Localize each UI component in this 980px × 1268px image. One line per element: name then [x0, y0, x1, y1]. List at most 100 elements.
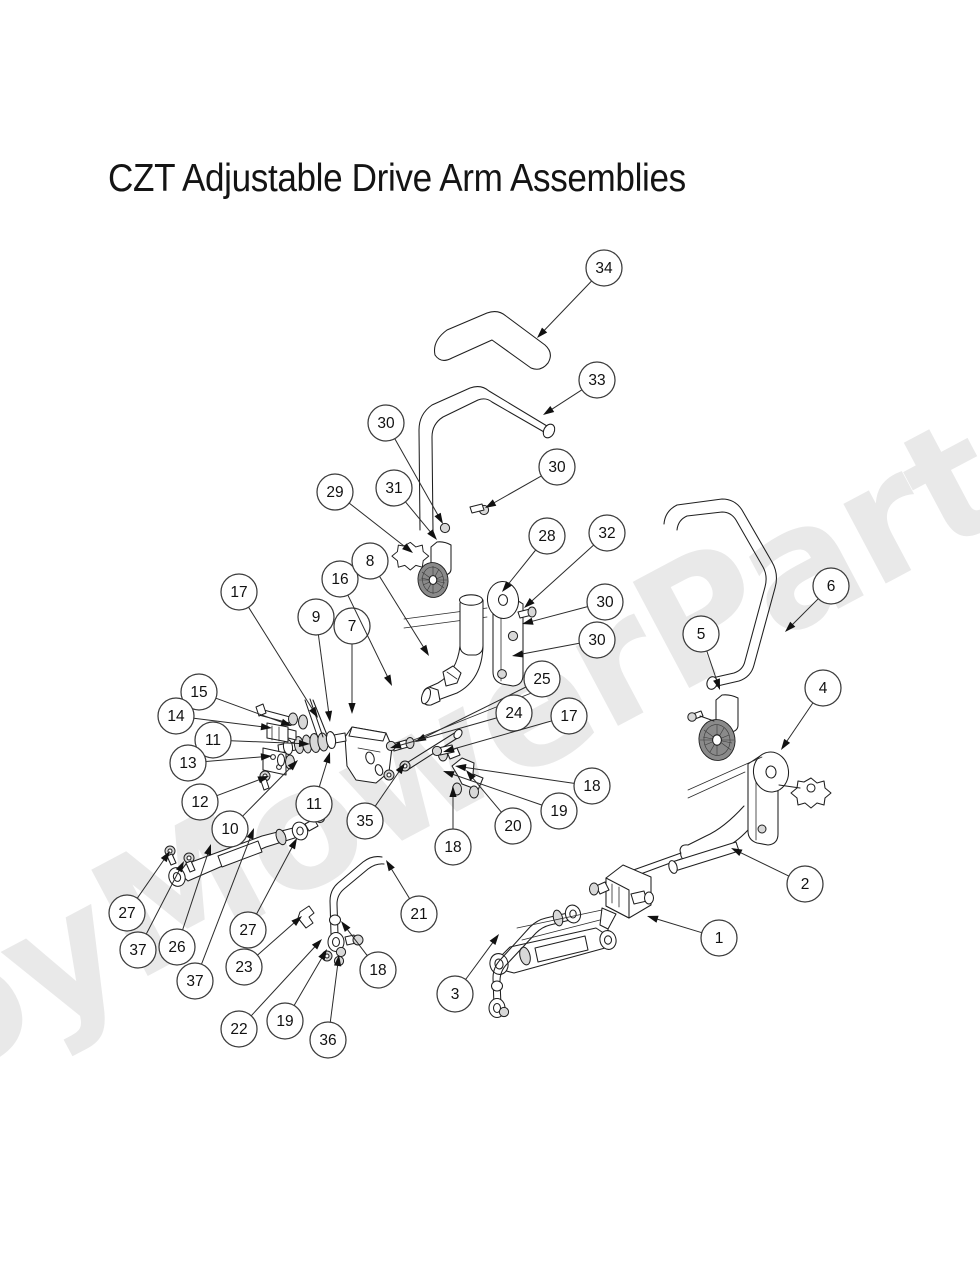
callout-6[interactable]: 6	[785, 567, 850, 632]
callout-number: 7	[348, 618, 357, 635]
callout-32[interactable]: 32	[524, 514, 626, 608]
callout-18[interactable]: 18	[341, 921, 397, 989]
callout-circle[interactable]	[346, 802, 384, 840]
callout-circle[interactable]	[351, 542, 389, 580]
callout-21[interactable]: 21	[386, 860, 438, 933]
callout-3[interactable]: 3	[436, 934, 499, 1013]
callout-circle[interactable]	[578, 361, 616, 399]
callout-11[interactable]: 11	[295, 752, 333, 823]
callout-circle[interactable]	[434, 828, 472, 866]
callout-13[interactable]: 13	[169, 744, 272, 782]
callout-31[interactable]: 31	[375, 469, 437, 540]
callout-30[interactable]: 30	[512, 621, 616, 659]
callout-1[interactable]: 1	[647, 915, 738, 957]
callout-circle[interactable]	[333, 607, 371, 645]
callout-circle[interactable]	[578, 621, 616, 659]
callout-36[interactable]: 36	[309, 955, 347, 1059]
callout-circle[interactable]	[400, 895, 438, 933]
callout-2[interactable]: 2	[731, 848, 824, 903]
callout-30[interactable]: 30	[367, 404, 443, 524]
callout-circle[interactable]	[682, 615, 720, 653]
callout-circle[interactable]	[309, 1021, 347, 1059]
callout-14[interactable]: 14	[157, 697, 272, 735]
callout-circle[interactable]	[538, 448, 576, 486]
callout-circle[interactable]	[225, 948, 263, 986]
callout-7[interactable]: 7	[333, 607, 371, 714]
callout-37[interactable]: 37	[176, 828, 254, 1000]
callout-circle[interactable]	[180, 673, 218, 711]
callout-20[interactable]: 20	[466, 770, 532, 845]
callout-23[interactable]: 23	[225, 916, 302, 986]
callout-9[interactable]: 9	[297, 598, 335, 722]
callout-27[interactable]: 27	[229, 838, 297, 949]
callout-number: 2	[801, 876, 810, 893]
callout-circle[interactable]	[586, 583, 624, 621]
callout-circle[interactable]	[194, 721, 232, 759]
callout-35[interactable]: 35	[346, 763, 405, 840]
callout-circle[interactable]	[573, 767, 611, 805]
callout-circle[interactable]	[588, 514, 626, 552]
callout-8[interactable]: 8	[351, 542, 429, 656]
callout-30[interactable]: 30	[485, 448, 576, 508]
callout-19[interactable]: 19	[443, 771, 578, 830]
callout-24[interactable]: 24	[390, 694, 533, 749]
callout-26[interactable]: 26	[158, 844, 211, 966]
leader-arrowhead	[386, 860, 395, 872]
callout-circle[interactable]	[297, 598, 335, 636]
callout-22[interactable]: 22	[220, 939, 322, 1048]
callout-circle[interactable]	[359, 951, 397, 989]
callout-circle[interactable]	[804, 669, 842, 707]
callout-circle[interactable]	[295, 785, 333, 823]
callout-30[interactable]: 30	[522, 583, 624, 625]
callout-circle[interactable]	[316, 473, 354, 511]
callout-11[interactable]: 11	[194, 721, 310, 759]
callout-10[interactable]: 10	[211, 760, 298, 848]
callout-circle[interactable]	[812, 567, 850, 605]
callout-circle[interactable]	[367, 404, 405, 442]
callout-19[interactable]: 19	[266, 949, 327, 1040]
callout-circle[interactable]	[119, 931, 157, 969]
callout-circle[interactable]	[108, 894, 146, 932]
callout-circle[interactable]	[321, 560, 359, 598]
callout-circle[interactable]	[494, 807, 532, 845]
callout-circle[interactable]	[528, 517, 566, 555]
callout-circle[interactable]	[540, 792, 578, 830]
callout-circle[interactable]	[585, 249, 623, 287]
callout-27[interactable]: 27	[108, 851, 170, 932]
callout-34[interactable]: 34	[537, 249, 623, 338]
callout-circle[interactable]	[169, 744, 207, 782]
callout-29[interactable]: 29	[316, 473, 413, 553]
leader-line	[216, 778, 261, 797]
callout-circle[interactable]	[436, 975, 474, 1013]
callout-5[interactable]: 5	[682, 615, 720, 690]
callout-number: 19	[550, 803, 567, 820]
callout-16[interactable]: 16	[321, 560, 392, 686]
callout-4[interactable]: 4	[781, 669, 842, 750]
callout-17[interactable]: 17	[443, 697, 588, 753]
callout-33[interactable]: 33	[543, 361, 616, 415]
callout-number: 11	[306, 796, 322, 813]
callout-circle[interactable]	[220, 1010, 258, 1048]
callout-37[interactable]: 37	[119, 861, 184, 969]
callout-17[interactable]: 17	[220, 573, 318, 718]
callout-circle[interactable]	[211, 810, 249, 848]
callout-circle[interactable]	[495, 694, 533, 732]
callout-12[interactable]: 12	[181, 776, 269, 821]
callout-18[interactable]: 18	[455, 764, 611, 805]
callout-circle[interactable]	[550, 697, 588, 735]
callout-circle[interactable]	[220, 573, 258, 611]
callout-circle[interactable]	[266, 1002, 304, 1040]
callout-25[interactable]: 25	[415, 660, 561, 742]
callout-circle[interactable]	[375, 469, 413, 507]
callout-circle[interactable]	[158, 928, 196, 966]
callout-15[interactable]: 15	[180, 673, 292, 726]
callout-28[interactable]: 28	[502, 517, 566, 592]
callout-circle[interactable]	[176, 962, 214, 1000]
callout-circle[interactable]	[157, 697, 195, 735]
callout-circle[interactable]	[786, 865, 824, 903]
callout-circle[interactable]	[181, 783, 219, 821]
callout-circle[interactable]	[700, 919, 738, 957]
callout-circle[interactable]	[229, 911, 267, 949]
callout-18[interactable]: 18	[434, 786, 472, 866]
callout-circle[interactable]	[523, 660, 561, 698]
